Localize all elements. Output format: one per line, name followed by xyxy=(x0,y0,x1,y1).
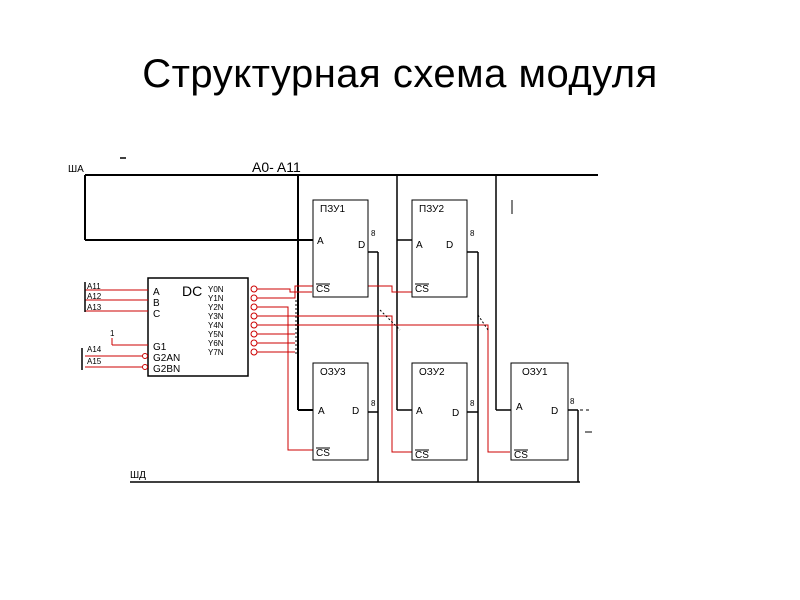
chip-pzu2-pin-a: A xyxy=(416,240,423,251)
data-bus-label: ШД xyxy=(130,470,146,481)
chip-ozu2-pin-d: D xyxy=(452,408,459,419)
data-bus xyxy=(130,200,592,483)
address-bus-label: ША xyxy=(68,164,84,175)
slide-title: Структурная схема модуля xyxy=(142,52,658,96)
chip-ozu3-width: 8 xyxy=(371,399,376,408)
chip-select-wires xyxy=(257,285,510,453)
chip-pzu1-pin-cs: CS xyxy=(316,284,330,295)
chip-ozu3-pin-d: D xyxy=(352,406,359,417)
address-line-a11: A11 xyxy=(87,282,101,291)
chip-ozu2-pin-cs: CS xyxy=(415,450,429,461)
decoder-output-y7n: Y7N xyxy=(208,348,224,357)
decoder-input-c: C xyxy=(153,309,160,320)
chip-ozu3-pin-cs: CS xyxy=(316,448,330,459)
bus-crossings xyxy=(295,300,489,355)
address-line-a13: A13 xyxy=(87,303,102,312)
chip-pzu1-name: ПЗУ1 xyxy=(320,204,345,215)
chip-pzu1-pin-d: D xyxy=(358,240,365,251)
decoder-input-lines xyxy=(85,289,148,368)
decoder-output-y3n: Y3N xyxy=(208,312,224,321)
chip-ozu2: ОЗУ2 A D CS 8 xyxy=(411,362,475,461)
address-line-a12: A12 xyxy=(87,292,102,301)
chip-pzu2-name: ПЗУ2 xyxy=(419,204,444,215)
decoder-input-g2bn: G2BN xyxy=(153,364,180,375)
chip-pzu2-pin-cs: CS xyxy=(415,284,429,295)
chip-ozu1-width: 8 xyxy=(570,397,575,406)
chip-pzu2-width: 8 xyxy=(470,229,475,238)
chip-ozu2-width: 8 xyxy=(470,399,475,408)
chip-pzu2-pin-d: D xyxy=(446,240,453,251)
chip-ozu1-pin-d: D xyxy=(551,406,558,417)
chip-ozu2-name: ОЗУ2 xyxy=(419,367,445,378)
chip-ozu1: ОЗУ1 A D CS 8 xyxy=(510,362,575,461)
decoder-block: DC A B C G1 G2AN G2BN Y0N Y1N Y2N Y3N Y4… xyxy=(147,277,249,377)
address-range-label: A0- A11 xyxy=(252,159,301,175)
decoder-output-y4n: Y4N xyxy=(208,321,224,330)
inverter-bubbles-outputs xyxy=(250,285,258,356)
inverter-bubbles-inputs xyxy=(142,353,148,370)
decoder-input-b: B xyxy=(153,298,160,309)
chip-pzu1-width: 8 xyxy=(371,229,376,238)
chip-ozu1-name: ОЗУ1 xyxy=(522,367,548,378)
address-line-a15: A15 xyxy=(87,357,102,366)
g1-level: 1 xyxy=(110,329,115,338)
decoder-output-y0n: Y0N xyxy=(208,285,224,294)
decoder-output-y1n: Y1N xyxy=(208,294,224,303)
chip-pzu1-pin-a: A xyxy=(317,236,324,247)
decoder-input-g2an: G2AN xyxy=(153,353,180,364)
decoder-symbol: DC xyxy=(182,283,202,299)
decoder-output-y5n: Y5N xyxy=(208,330,224,339)
decoder-input-g1: G1 xyxy=(153,342,167,353)
chip-ozu3-pin-a: A xyxy=(318,406,325,417)
address-bus xyxy=(84,157,598,411)
chip-ozu2-pin-a: A xyxy=(416,406,423,417)
chip-pzu1: ПЗУ1 A D CS 8 xyxy=(312,199,376,298)
decoder-output-y6n: Y6N xyxy=(208,339,224,348)
decoder-input-a: A xyxy=(153,287,160,298)
decoder-output-y2n: Y2N xyxy=(208,303,224,312)
address-line-a14: A14 xyxy=(87,345,102,354)
chip-ozu3-name: ОЗУ3 xyxy=(320,367,346,378)
chip-pzu2: ПЗУ2 A D CS 8 xyxy=(411,199,475,298)
chip-ozu3: ОЗУ3 A D CS 8 xyxy=(312,362,376,461)
chip-ozu1-pin-a: A xyxy=(516,402,523,413)
chip-ozu1-pin-cs: CS xyxy=(514,450,528,461)
